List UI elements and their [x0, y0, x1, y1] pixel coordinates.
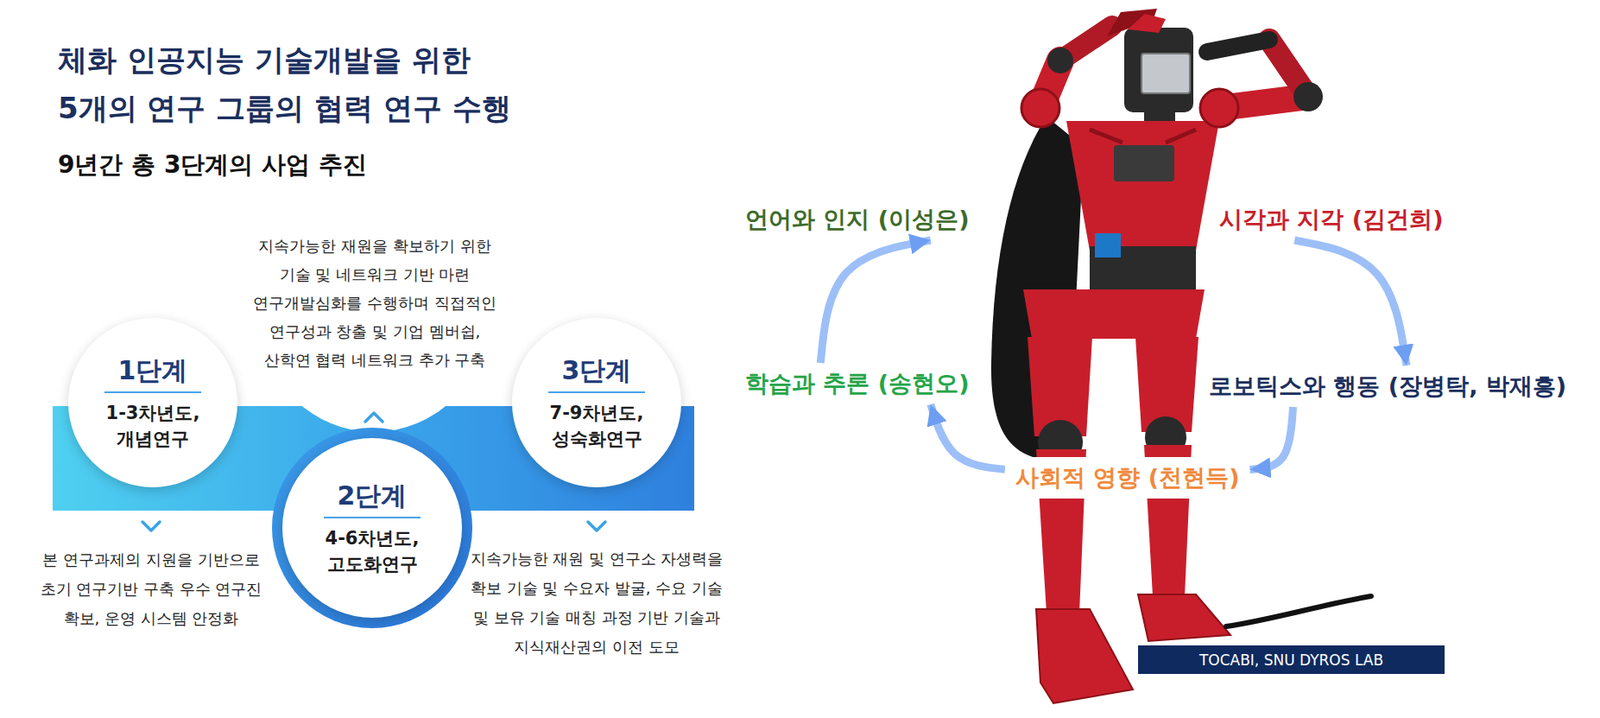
group-name: 로보틱스와 행동 (장병탁, 박재흥) [1208, 372, 1567, 400]
robot-crest [1127, 13, 1166, 33]
robot-chest-detail [1089, 129, 1196, 143]
robot-shoulder [1021, 88, 1060, 127]
stage-ring [271, 427, 473, 628]
group-name: 시각과 지각 (김건희) [1219, 205, 1443, 234]
stage-heading: 3단계 [548, 354, 646, 393]
robot-module [1094, 233, 1121, 258]
chevron-down [588, 521, 606, 531]
robot-head [1124, 27, 1194, 113]
cycle-arrow [1249, 406, 1293, 469]
chevron-up [365, 412, 383, 422]
stage-circle: 2단계 4-6차년도, 고도화연구 [282, 437, 462, 618]
robot-foot [1036, 608, 1133, 703]
stage-note: 지속가능한 재원을 확보하기 위한 기술 및 네트워크 기반 마련 연구개발심화… [245, 231, 505, 374]
group-name: 학습과 추론 (송현오) [745, 369, 969, 398]
stage-period: 1-3차년도, 개념연구 [88, 399, 218, 452]
robot-shoulder [1200, 88, 1239, 127]
research-group: 언어와 인지 (이성은) [734, 198, 980, 241]
robot-chest [1066, 120, 1220, 251]
robot-joint [1293, 82, 1323, 112]
page-title: 체화 인공지능 기술개발을 위한 5개의 연구 그룹의 협력 연구 수행 [57, 35, 525, 133]
stage-circle: 1단계 1-3차년도, 개념연구 [68, 317, 238, 487]
research-group: 사회적 영향 (천현득) [1005, 456, 1250, 499]
stage-heading: 2단계 [323, 479, 422, 519]
robot-illustration [991, 8, 1372, 703]
stage-period: 7-9차년도, 성숙화연구 [531, 399, 662, 452]
credit-box: TOCABI, SNU DYROS LAB [1138, 645, 1445, 674]
group-name: 사회적 영향 (천현득) [1015, 463, 1240, 492]
research-group: 시각과 지각 (김건희) [1208, 198, 1454, 241]
robot-hand [1207, 39, 1270, 52]
robot-joint [1047, 47, 1074, 74]
cycle-arrow [930, 404, 1006, 469]
stage-note: 본 연구과제의 지원을 기반으로 초기 연구기반 구축 우수 연구진 확보, 운… [34, 544, 268, 633]
research-group: 로보틱스와 행동 (장병탁, 박재흥) [1198, 365, 1577, 407]
stage-note: 지속가능한 재원 및 연구소 자생력을 확보 기술 및 수요자 발굴, 수요 기… [467, 543, 727, 662]
robot-chest-module [1113, 145, 1175, 182]
cycle-arrow [820, 240, 931, 363]
robot-cable [1226, 595, 1372, 627]
cycle-arrow [1294, 240, 1407, 366]
chevron-down [142, 521, 160, 531]
stage-circle: 3단계 7-9차년도, 성숙화연구 [512, 317, 682, 487]
group-name: 언어와 인지 (이성은) [745, 205, 969, 234]
subtitle: 9년간 총 3단계의 사업 추진 [57, 148, 542, 182]
robot-foot [1138, 594, 1231, 641]
credit-text: TOCABI, SNU DYROS LAB [1199, 649, 1384, 671]
stage-period: 4-6차년도, 고도화연구 [307, 524, 437, 577]
robot-pelvis [1023, 289, 1205, 339]
stage-heading: 1단계 [104, 354, 203, 393]
robot-face-screen [1141, 53, 1190, 94]
research-group: 학습과 추론 (송현오) [734, 362, 980, 405]
